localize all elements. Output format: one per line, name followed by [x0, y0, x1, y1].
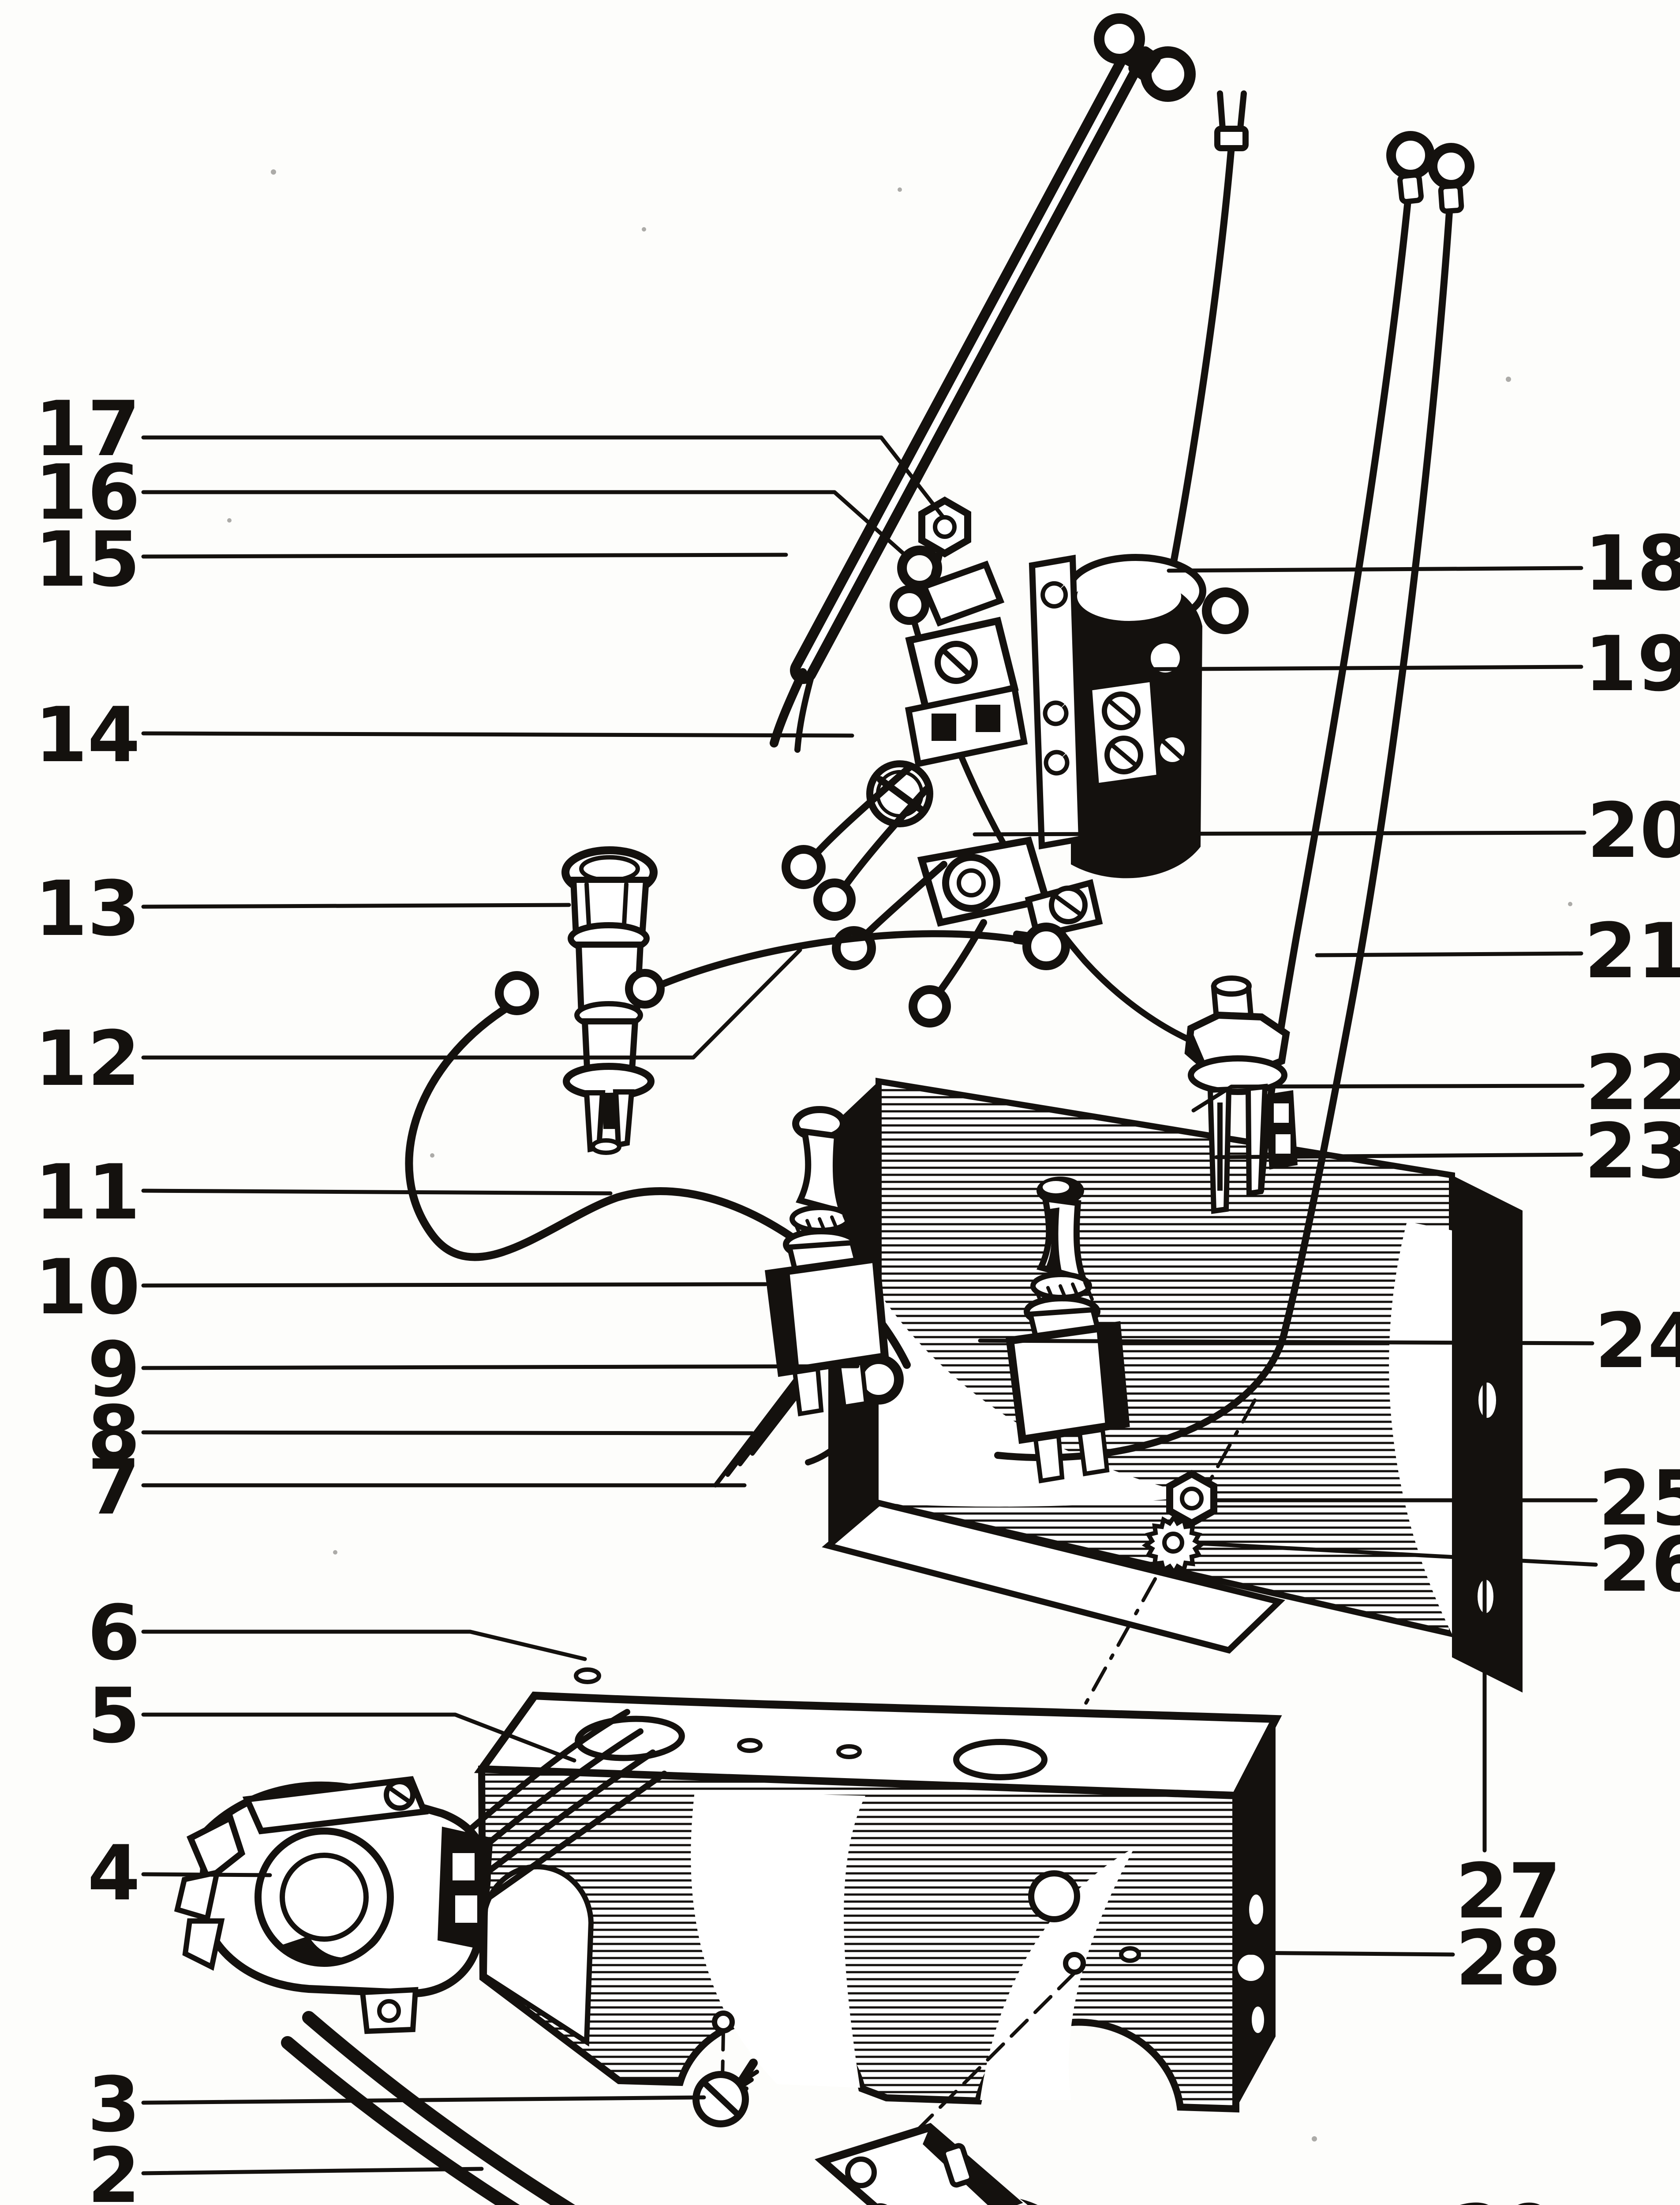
callout-number-28: 28 [1456, 1914, 1561, 2003]
leader-line-11 [141, 1188, 613, 1196]
leader-line-19 [1110, 665, 1583, 672]
mounting-nut-and-washer [1074, 1398, 1257, 1724]
leader-line-13 [141, 903, 571, 909]
leader-line-8 [141, 1430, 755, 1435]
leader-line-21 [1315, 951, 1583, 957]
callout-number-11: 11 [35, 1148, 140, 1237]
mounting-screw-short [692, 2059, 759, 2127]
indicator-switch [1184, 975, 1298, 1214]
connector-terminal-block [438, 1827, 493, 1950]
callout-number-22: 22 [1585, 1039, 1680, 1127]
callout-number-29: 29 [1451, 2188, 1557, 2205]
switch-clamp-ring [1020, 2199, 1038, 2205]
callout-number-16: 16 [35, 448, 140, 537]
callout-number-1: 1 [87, 2191, 140, 2205]
callout-number-27: 27 [1456, 1847, 1561, 1936]
callout-number-8: 8 [87, 1389, 140, 1478]
connector-wires [460, 1709, 667, 1899]
leader-line-10 [141, 1282, 768, 1288]
hex-mounting-nut [1166, 1469, 1217, 1528]
screw-hole-front [712, 2011, 735, 2033]
callout-number-17: 17 [35, 385, 140, 473]
spring-washer [897, 546, 942, 590]
leader-line-24 [978, 1338, 1594, 1345]
callout-number-15: 15 [35, 515, 140, 604]
leader-line-3 [141, 2095, 706, 2105]
voltage-regulator [782, 496, 1249, 1054]
callout-number-10: 10 [35, 1243, 140, 1331]
callout-number-21: 21 [1584, 907, 1680, 995]
long-wire-with-eyelet-b [994, 143, 1474, 1461]
leader-line-26 [1198, 1541, 1598, 1567]
regulator-tail-wires [782, 764, 987, 1028]
leader-line-6 [141, 1629, 587, 1661]
leader-line-17 [141, 435, 945, 519]
callout-number-23: 23 [1584, 1107, 1680, 1196]
callout-number-12: 12 [35, 1014, 140, 1103]
screw-hole-front-2 [1063, 1952, 1086, 1975]
hex-nut [918, 496, 971, 558]
dimmer-switch-assembly [814, 2123, 1038, 2205]
callout-number-3: 3 [87, 2060, 140, 2149]
leader-line-23 [1214, 1152, 1583, 1159]
callout-number-5: 5 [87, 1671, 140, 1760]
leader-line-4 [141, 1872, 272, 1877]
callout-number-25: 25 [1598, 1454, 1680, 1543]
callout-number-4: 4 [87, 1829, 140, 1917]
callout-number-19: 19 [1584, 620, 1680, 708]
callout-number-13: 13 [35, 864, 140, 953]
leader-line-12 [141, 948, 802, 1060]
pull-switch-left [764, 1106, 889, 1416]
upper-bracket-side-flange [1452, 1175, 1523, 1693]
leader-line-5 [141, 1712, 576, 1763]
connector-plug [174, 1709, 667, 2034]
callout-number-24: 24 [1595, 1297, 1680, 1385]
callout-number-6: 6 [87, 1588, 140, 1677]
callout-number-9: 9 [87, 1325, 140, 1414]
callout-labels: 1234567891011121314151617181920212223242… [35, 385, 1680, 2205]
grommet-hole [574, 1667, 601, 1684]
callout-number-18: 18 [1584, 519, 1680, 608]
cable-pair [281, 2011, 576, 2205]
callout-number-2: 2 [87, 2131, 140, 2205]
assembly-axis-line [1074, 1398, 1257, 1724]
lighter-link-wire [625, 923, 1070, 1009]
leader-line-18 [1167, 566, 1583, 573]
lower-bracket-console [474, 1667, 1282, 2164]
switch-body [764, 1254, 889, 1377]
leader-line-14 [141, 731, 854, 738]
callout-number-20: 20 [1587, 786, 1680, 875]
callout-number-26: 26 [1598, 1520, 1680, 1609]
leader-line-28 [1243, 1951, 1455, 1957]
pull-switch-right [1005, 1177, 1130, 1484]
leader-line-16 [141, 490, 909, 559]
lock-washer [1141, 1513, 1206, 1577]
leader-line-2 [141, 2167, 484, 2175]
leader-line-15 [141, 553, 788, 559]
connector-clamp [242, 1776, 429, 1835]
leader-line-20 [973, 830, 1586, 837]
callout-number-7: 7 [87, 1443, 140, 1532]
leader-line-22 [1191, 1084, 1585, 1113]
callout-number-14: 14 [35, 691, 140, 779]
leader-line-9 [141, 1364, 860, 1370]
